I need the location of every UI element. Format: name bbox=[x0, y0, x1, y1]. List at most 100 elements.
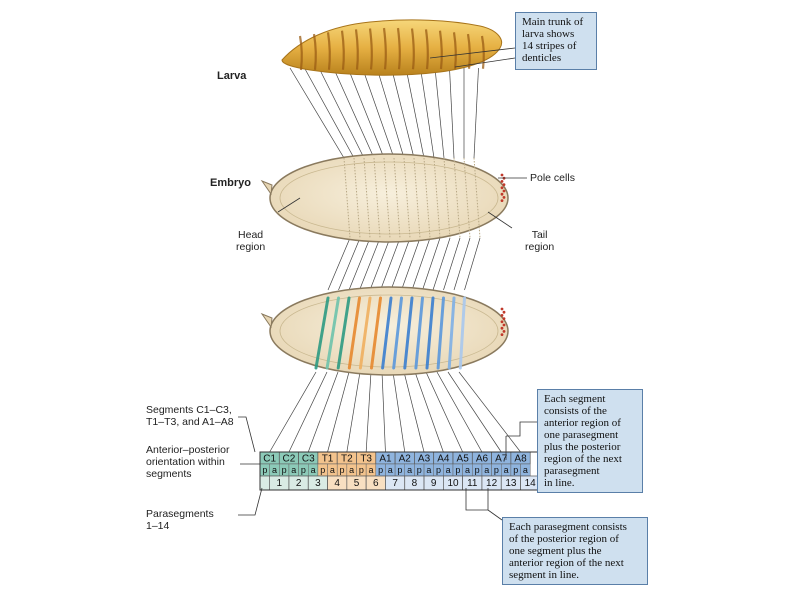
ap-cell-label: p bbox=[301, 465, 306, 475]
connector-line bbox=[381, 371, 386, 453]
ap-cell-label: p bbox=[494, 465, 499, 475]
ap-cell-label: p bbox=[455, 465, 460, 475]
larva-denticle-stripe bbox=[340, 30, 345, 70]
segment-callout-line-2: consists of the bbox=[544, 405, 607, 417]
parasegment-cell-label: 3 bbox=[315, 478, 321, 489]
larva bbox=[281, 19, 503, 76]
parasegment-cell-label: 13 bbox=[505, 478, 517, 489]
segment-callout-line-8: in line. bbox=[544, 477, 575, 489]
connector-line bbox=[289, 67, 345, 159]
segment-cell-label: T2 bbox=[341, 454, 353, 465]
embryo-label: Embryo bbox=[210, 177, 251, 189]
embryo-colored-stripe bbox=[414, 296, 424, 370]
connector-line bbox=[425, 371, 463, 453]
connector-line bbox=[443, 237, 461, 291]
connector-line bbox=[392, 371, 406, 453]
embryo-segment-stripe bbox=[453, 157, 461, 239]
larva-denticle-stripe bbox=[396, 27, 401, 70]
connector-line bbox=[369, 237, 391, 291]
embryo-colored-stripe bbox=[325, 296, 340, 370]
connector-line bbox=[338, 237, 361, 291]
segment-callout: Each segment consists of the anterior re… bbox=[537, 389, 643, 493]
embryo-segment-stripe bbox=[443, 157, 451, 239]
embryo-bottom-nub bbox=[260, 312, 273, 329]
ap-cell-label: a bbox=[349, 465, 354, 475]
connector-line bbox=[411, 237, 431, 291]
ap-cell-label: a bbox=[504, 465, 509, 475]
connector-line bbox=[449, 67, 455, 159]
connector-line bbox=[434, 67, 445, 159]
ap-cell-label: a bbox=[368, 465, 373, 475]
connector-line bbox=[346, 371, 361, 453]
pole-cell bbox=[500, 192, 504, 196]
ap-cell-label: p bbox=[359, 465, 364, 475]
parasegment-leading-cell bbox=[259, 475, 270, 491]
segment-cell-label: T3 bbox=[360, 454, 372, 465]
orientation-label: Anterior–posterior orientation within se… bbox=[146, 444, 229, 480]
larva-denticle-stripe bbox=[298, 35, 303, 71]
larva-denticle-stripe bbox=[480, 35, 485, 69]
parasegment-cell-label: 4 bbox=[334, 478, 340, 489]
pole-cell bbox=[500, 307, 504, 311]
ap-cell-label: a bbox=[272, 465, 277, 475]
ap-cell-label: p bbox=[475, 465, 480, 475]
embryo-segment-stripe bbox=[393, 157, 401, 239]
segment-callout-line-1: Each segment bbox=[544, 393, 606, 405]
ap-cell-label: a bbox=[446, 465, 451, 475]
pole-cell bbox=[500, 173, 504, 177]
connector-line bbox=[318, 67, 365, 159]
tail-region-line-2: region bbox=[525, 241, 555, 253]
label-pointers bbox=[238, 47, 537, 521]
connector-line bbox=[447, 371, 502, 453]
segment-cell-label: C2 bbox=[283, 454, 296, 465]
embryo-segment-stripe bbox=[403, 157, 411, 239]
pole-cell bbox=[500, 199, 504, 203]
larva-denticle-stripe bbox=[354, 29, 359, 70]
larva-callout: Main trunk of larva shows 14 stripes of … bbox=[515, 12, 597, 70]
parasegment-cell-label: 14 bbox=[525, 478, 537, 489]
embryo-table-connector-lines bbox=[269, 371, 521, 453]
pole-cells-bottom bbox=[500, 307, 506, 336]
segment-callout-line-5: plus the posterior bbox=[544, 441, 621, 453]
ap-cell-label: a bbox=[523, 465, 528, 475]
connector-line bbox=[401, 237, 421, 291]
parasegment-callout-line-2: of the posterior region of bbox=[509, 533, 619, 545]
connector-line bbox=[391, 67, 415, 159]
parasegment-cell-label: 8 bbox=[412, 478, 418, 489]
connector-line bbox=[420, 67, 435, 159]
embryo-segment-stripe bbox=[353, 157, 361, 239]
tail-region-line-1: Tail bbox=[531, 229, 548, 241]
connector-line bbox=[432, 237, 451, 291]
connector-line bbox=[327, 237, 351, 291]
parasegment-cell-label: 1 bbox=[277, 478, 283, 489]
parasegment-cell-label: 9 bbox=[431, 478, 437, 489]
embryo-segment-stripe bbox=[433, 157, 441, 239]
segment-cell-label: A2 bbox=[399, 454, 412, 465]
connector-line bbox=[304, 67, 355, 159]
ap-cell-label: p bbox=[417, 465, 422, 475]
pole-cell bbox=[500, 186, 504, 190]
embryo-colored-stripe bbox=[381, 296, 393, 370]
parasegment-cell-label: 5 bbox=[354, 478, 360, 489]
embryo-segment-stripe bbox=[383, 157, 391, 239]
connector-line bbox=[422, 237, 441, 291]
embryo-colored-stripe bbox=[314, 296, 330, 370]
parasegment-cell-label: 2 bbox=[296, 478, 302, 489]
embryo-top-segment-stripes bbox=[343, 157, 481, 239]
orientation-label-line-3: segments bbox=[146, 468, 192, 480]
larva-denticle-stripe bbox=[312, 33, 317, 71]
larva-denticle-stripe bbox=[466, 33, 471, 69]
embryo-segment-stripe bbox=[413, 157, 421, 239]
embryo-bottom-colored-stripes bbox=[314, 296, 466, 370]
segment-cell-label: A6 bbox=[476, 454, 489, 465]
ap-cell-label: a bbox=[484, 465, 489, 475]
embryo-segment-stripe bbox=[343, 157, 351, 239]
segments-label: Segments C1–C3, T1–T3, and A1–A8 bbox=[146, 404, 234, 428]
embryo-bottom-inner bbox=[279, 294, 499, 368]
connector-line bbox=[376, 67, 405, 159]
pole-cell bbox=[500, 320, 504, 324]
parasegment-callout-line-1: Each parasegment consists bbox=[509, 521, 627, 533]
ap-cell-label: a bbox=[407, 465, 412, 475]
parasegment-cell-label: 10 bbox=[447, 478, 459, 489]
orientation-label-line-1: Anterior–posterior bbox=[146, 444, 230, 456]
